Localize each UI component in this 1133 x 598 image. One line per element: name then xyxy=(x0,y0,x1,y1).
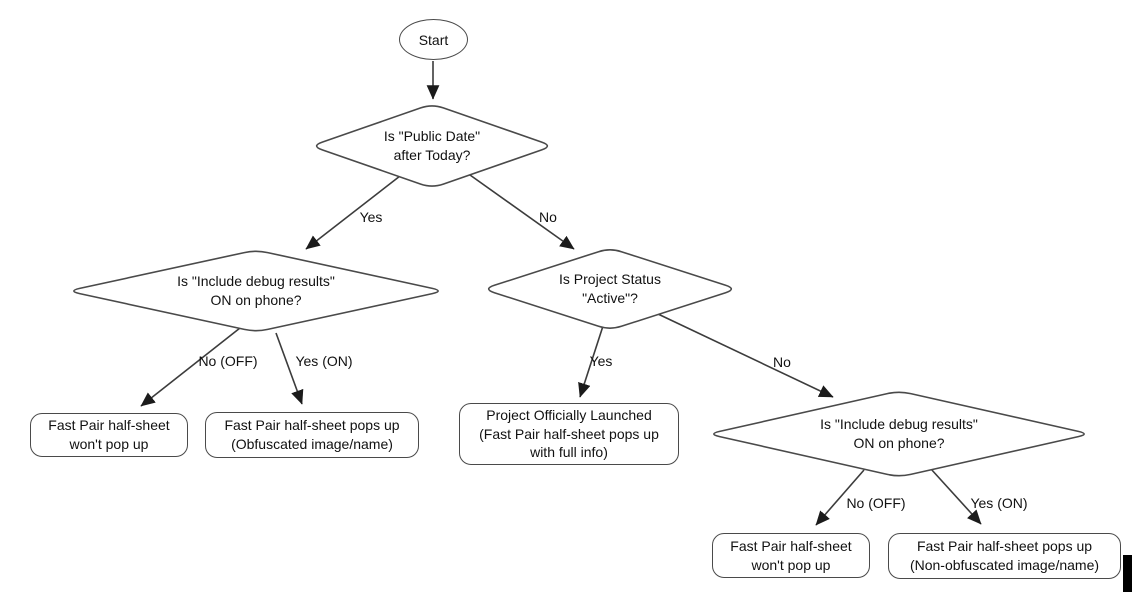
decision-project-status-shape xyxy=(487,249,733,329)
arrow-public-date-yes xyxy=(305,175,401,250)
arrow-debug-left-no-off xyxy=(140,327,241,407)
decision-debug-left-label: Is "Include debug results" ON on phone? xyxy=(177,273,335,308)
start-node: Start xyxy=(399,19,468,60)
outcome-obfuscated: Fast Pair half-sheet pops up (Obfuscated… xyxy=(205,412,419,458)
decision-project-status-label: Is Project Status "Active"? xyxy=(559,271,661,306)
arrow-debug-left-yes-on xyxy=(275,332,304,405)
decision-debug-left-shape xyxy=(73,250,439,332)
decision-public-date-label: Is "Public Date" after Today? xyxy=(383,128,481,163)
edge-label-yes-mid: Yes xyxy=(589,353,613,369)
outcome-no-popup-left: Fast Pair half-sheet won't pop up xyxy=(30,413,188,457)
arrow-debug-right-no-off xyxy=(815,469,865,526)
edge-label-no-off-right: No (OFF) xyxy=(846,495,906,511)
arrow-project-status-no xyxy=(657,313,834,398)
edge-label-yes-on-left: Yes (ON) xyxy=(295,353,353,369)
outcome-non-obfuscated: Fast Pair half-sheet pops up (Non-obfusc… xyxy=(888,533,1121,579)
edge-label-yes-on-right: Yes (ON) xyxy=(970,495,1028,511)
outcome-launched: Project Officially Launched (Fast Pair h… xyxy=(459,403,679,465)
edge-label-yes-top: Yes xyxy=(359,209,383,225)
outcome-no-popup-right: Fast Pair half-sheet won't pop up xyxy=(712,533,870,578)
decision-public-date-shape xyxy=(315,105,549,187)
start-node-label: Start xyxy=(418,31,449,48)
arrow-project-status-yes xyxy=(578,325,604,398)
decision-debug-right-label: Is "Include debug results" ON on phone? xyxy=(820,416,978,451)
edge-label-no-top: No xyxy=(539,209,557,225)
edge-label-no-mid: No xyxy=(773,354,791,370)
arrow-public-date-no xyxy=(469,174,575,250)
edge-label-no-off-left: No (OFF) xyxy=(198,353,258,369)
text-cursor-bar xyxy=(1123,555,1132,592)
decision-debug-right-shape xyxy=(713,391,1085,477)
arrow-debug-right-yes-on xyxy=(930,468,982,525)
